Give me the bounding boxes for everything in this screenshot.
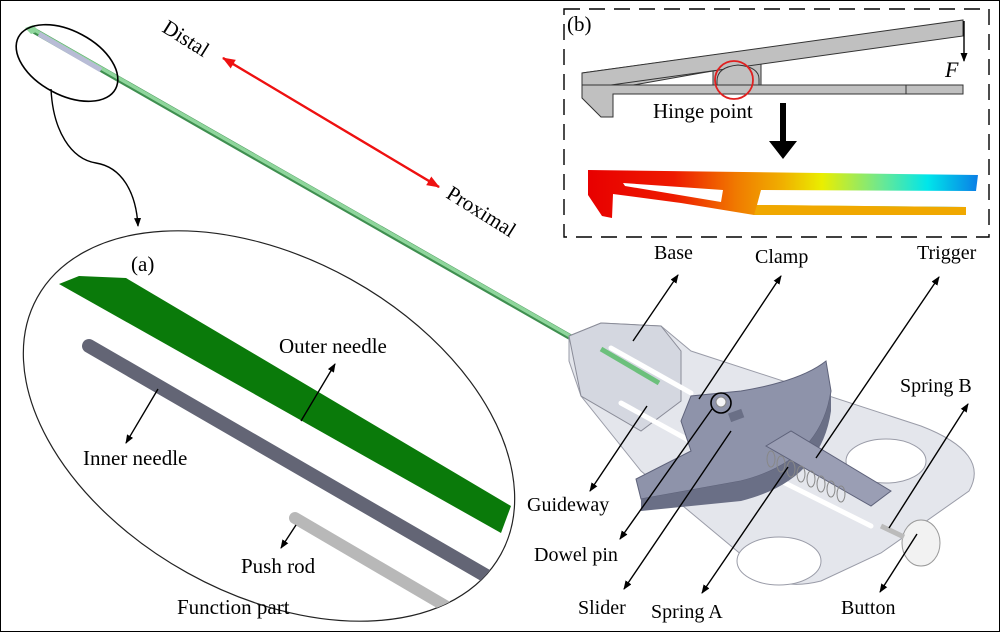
base-front-block: [568, 322, 682, 432]
hinge-block: [716, 64, 760, 86]
inner-needle: [82, 339, 528, 603]
stress-contour-map: [588, 170, 978, 218]
spring-b-label: Spring B: [900, 375, 972, 397]
panel-b: (b) F Hinge point: [563, 8, 990, 238]
button: [901, 519, 941, 567]
force-label: F: [944, 57, 959, 82]
trigger-label: Trigger: [917, 242, 977, 264]
lever-beam: [581, 19, 964, 88]
panel-b-tag: (b): [567, 12, 592, 36]
direction-arrow-distal: [222, 57, 440, 188]
base-beam: [581, 84, 964, 118]
trigger-leader: [815, 276, 940, 459]
transform-arrow: [769, 103, 797, 159]
dowel-pin-circle: [710, 392, 732, 414]
inner-needle-leader: [125, 388, 159, 444]
base-leader: [632, 274, 679, 342]
zoom-callout-curve: [50, 88, 142, 227]
panel-a: (a) Outer needle Inner needle Push rod F…: [22, 230, 528, 627]
clamp-leader: [698, 275, 782, 400]
spring-b: [879, 523, 906, 540]
push-rod-label: Push rod: [241, 554, 316, 578]
slider-slot: [728, 408, 745, 423]
dowel-pin-label: Dowel pin: [534, 544, 618, 566]
dowel-pin: [715, 396, 727, 408]
button-label: Button: [841, 597, 895, 619]
slider-leader: [623, 430, 732, 590]
button-leader: [879, 533, 918, 593]
inner-needle-visible-segment: [37, 31, 103, 73]
push-rod-leader: [280, 524, 297, 549]
spring-a-leader: [701, 466, 789, 594]
hinge-circle: [714, 60, 754, 100]
spring-b-leader: [888, 403, 969, 529]
device-assembly: [568, 322, 975, 586]
base-label: Base: [654, 242, 693, 264]
proximal-label: Proximal: [442, 181, 520, 242]
base-hole-right: [845, 438, 927, 484]
panel-a-tag: (a): [131, 252, 154, 276]
push-rod: [289, 512, 477, 627]
function-part-title: Function part: [177, 595, 290, 619]
clamp-label: Clamp: [755, 246, 808, 268]
panel-b-dashed-box: [563, 8, 990, 238]
guideway-leader: [589, 405, 648, 492]
slider-label: Slider: [578, 597, 626, 619]
spring-a: [766, 450, 846, 503]
inner-needle-label: Inner needle: [83, 446, 187, 470]
spring-a-label: Spring A: [651, 601, 723, 623]
tip-zoom-ellipse: [15, 23, 119, 103]
long-needle: [25, 25, 664, 392]
hinge-point-label: Hinge point: [653, 99, 753, 123]
trigger: [765, 430, 892, 507]
outer-needle-label: Outer needle: [279, 334, 387, 358]
outer-needle-leader: [300, 363, 336, 422]
base-hole-left: [736, 536, 822, 586]
outer-needle: [59, 276, 511, 533]
dowel-pin-leader: [619, 408, 713, 540]
guideway-label: Guideway: [527, 494, 609, 516]
distal-label: Distal: [158, 15, 213, 62]
